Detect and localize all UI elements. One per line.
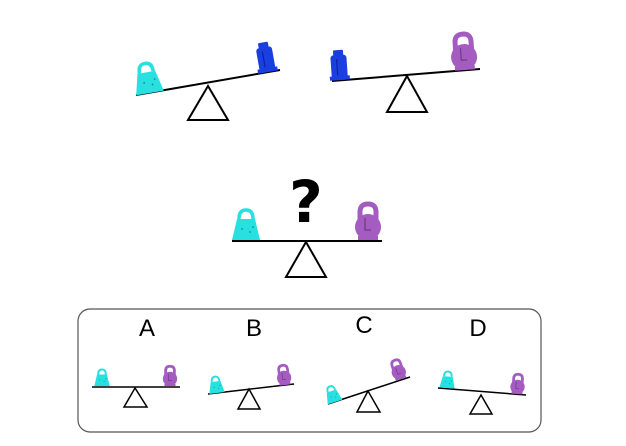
option-d[interactable]: D xyxy=(437,315,527,415)
bag-weight-icon xyxy=(230,208,262,242)
fulcrum-icon xyxy=(236,387,262,410)
example-seesaw-2 xyxy=(327,33,481,113)
option-label: D xyxy=(469,315,486,342)
bag-weight-icon xyxy=(129,59,166,98)
option-label: A xyxy=(139,315,155,342)
fulcrum-icon xyxy=(284,239,328,278)
option-label: C xyxy=(355,312,372,339)
option-c[interactable]: C xyxy=(321,312,411,413)
kettlebell-icon xyxy=(355,204,381,240)
fulcrum-icon xyxy=(355,389,382,413)
option-a[interactable]: A xyxy=(92,315,180,408)
question-seesaw: ? xyxy=(230,168,382,278)
option-label: B xyxy=(246,315,262,342)
blue-weight-icon xyxy=(327,48,351,82)
kettlebell-icon xyxy=(450,33,478,71)
seesaw-plank xyxy=(437,387,527,396)
blue-weight-icon xyxy=(252,40,279,75)
option-b[interactable]: B xyxy=(206,315,295,410)
example-seesaw-1 xyxy=(129,40,281,121)
fulcrum-icon xyxy=(186,84,230,121)
fulcrum-icon xyxy=(385,73,429,113)
seesaw-plank xyxy=(331,68,481,82)
fulcrum-icon xyxy=(468,393,494,415)
options-panel xyxy=(77,308,542,433)
question-mark: ? xyxy=(289,168,323,236)
fulcrum-icon xyxy=(122,386,149,408)
